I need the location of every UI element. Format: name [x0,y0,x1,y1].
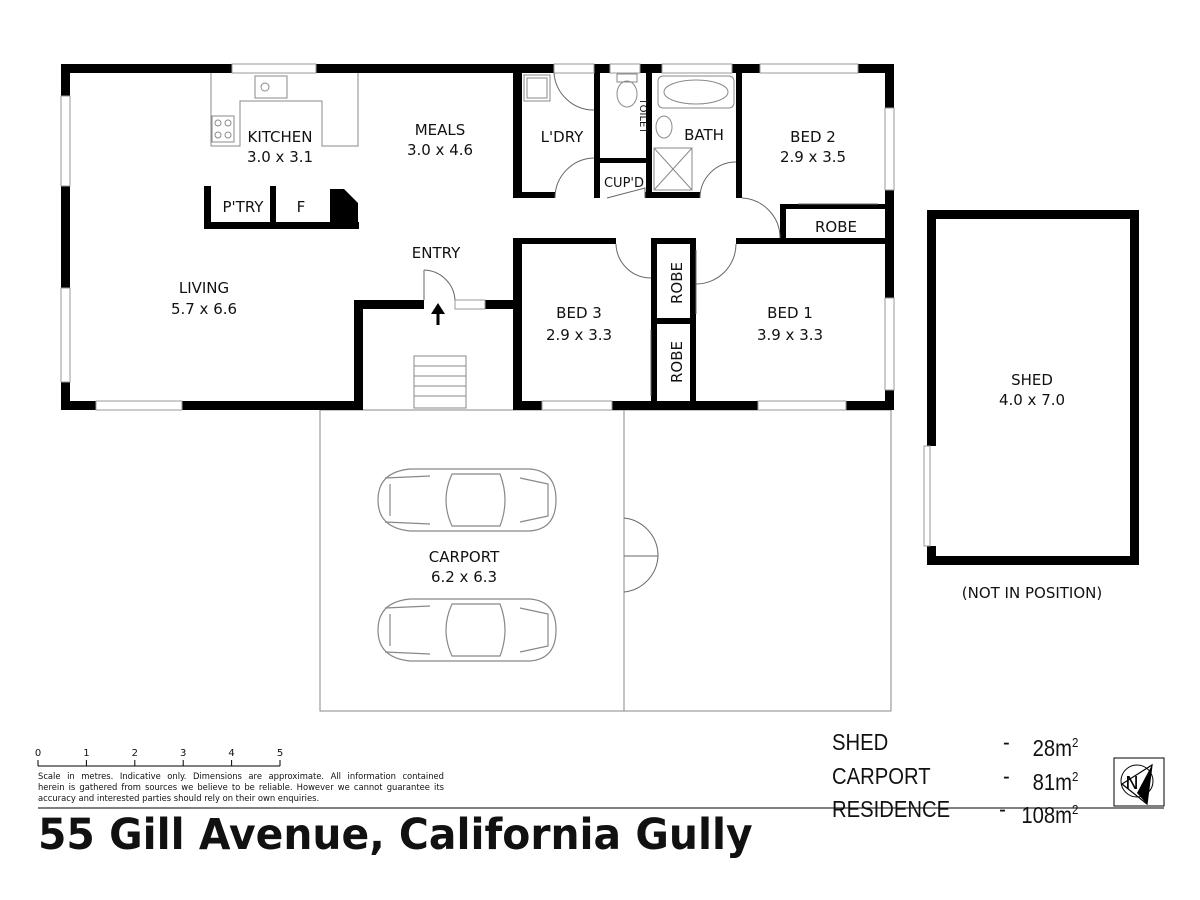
bath-label: BATH [684,126,724,144]
area-value: 81m2 [1026,763,1079,797]
north-compass-icon: N [1113,757,1165,807]
area-summary: SHED - 28m2 CARPORT - 81m2 RESIDENCE - 1… [832,729,1078,830]
robe-lower-label: ROBE [668,341,686,383]
laundry-label: L'DRY [541,128,584,146]
scale-tick-label: 4 [228,748,234,759]
toilet-label: TOILET [637,98,648,135]
bed2-label: BED 2 [790,128,836,146]
kitchen-label: KITCHEN [248,128,313,146]
compass-letter: N [1125,773,1138,794]
scale-disclaimer: Scale in metres. Indicative only. Dimens… [38,771,444,804]
robe-upper-label: ROBE [668,262,686,304]
area-number: 28m [1032,735,1073,761]
area-dash: - [999,796,1006,822]
shed-outline [923,210,1139,565]
bed2-robe-label: ROBE [815,218,857,236]
living-label: LIVING [179,279,229,297]
area-row-residence: RESIDENCE - 108m2 [832,796,1078,830]
scale-tick-label: 1 [83,748,89,759]
kitchen-benches [210,73,359,147]
shed-label: SHED [1011,371,1053,389]
area-number: 81m [1032,768,1073,795]
entry-label: ENTRY [412,244,461,262]
scale-tick-label: 3 [180,748,186,759]
area-row-carport: CARPORT - 81m2 [832,763,1078,797]
fixtures [523,73,735,191]
residence-walls [61,64,894,410]
cupboard-label: CUP'D [604,176,644,191]
bed1-size: 3.9 x 3.3 [757,326,823,344]
living-size: 5.7 x 6.6 [171,300,237,318]
shed-size: 4.0 x 7.0 [999,391,1065,409]
carport-label: CARPORT [429,548,500,566]
area-unit-sup: 2 [1072,768,1079,784]
area-number: 108m [1021,802,1073,828]
area-dash: - [1002,729,1010,755]
car-icon [377,598,557,662]
scale-tick-label: 0 [35,748,41,759]
scale-bar: 0 1 2 3 4 5 [35,748,283,767]
carport-outline [319,409,892,712]
area-row-shed: SHED - 28m2 [832,729,1078,763]
fridge-label: F [297,198,306,216]
entry-arrow-icon [431,303,445,325]
area-dash: - [1002,762,1010,789]
entry-steps [413,355,467,409]
area-value: 28m2 [1026,729,1079,763]
windows [60,63,895,411]
shed-note: (NOT IN POSITION) [962,584,1103,602]
bed3-label: BED 3 [556,304,602,322]
scale-tick-label: 5 [277,748,283,759]
disclaimer-line: accuracy and interested parties should r… [38,793,320,803]
area-name: RESIDENCE [832,796,951,822]
bed1-label: BED 1 [767,304,813,322]
area-value: 108m2 [1021,796,1078,830]
scale-tick-label: 2 [132,748,138,759]
disclaimer-line: Scale in metres. Indicative only. Dimens… [38,771,444,781]
property-address: 55 Gill Avenue, California Gully [38,810,753,860]
pantry-label: P'TRY [223,198,265,216]
area-name: CARPORT [832,762,931,789]
kitchen-size: 3.0 x 3.1 [247,148,313,166]
disclaimer-line: herein is gathered from sources we belie… [38,782,444,792]
area-unit-sup: 2 [1072,802,1079,817]
area-name: SHED [832,729,889,755]
meals-size: 3.0 x 4.6 [407,141,473,159]
bed2-size: 2.9 x 3.5 [780,148,846,166]
area-unit-sup: 2 [1072,735,1079,750]
car-icon [377,468,557,532]
bed3-size: 2.9 x 3.3 [546,326,612,344]
carport-size: 6.2 x 6.3 [431,568,497,586]
meals-label: MEALS [415,121,466,139]
doors [423,72,878,396]
